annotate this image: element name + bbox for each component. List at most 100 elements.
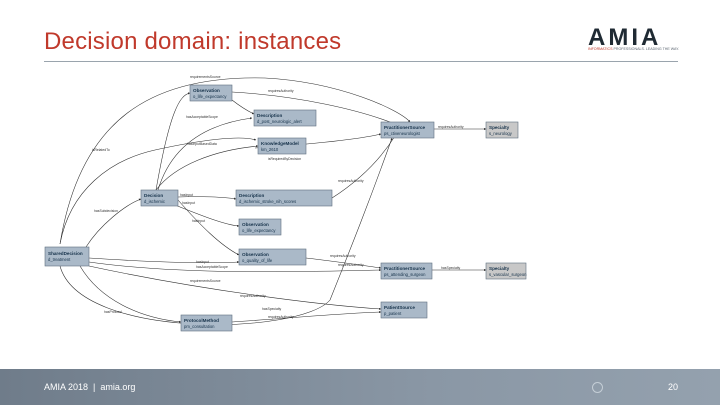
- edge: [59, 137, 393, 325]
- node-shared-decision: SharedDecision d_treatment: [44, 246, 90, 267]
- node-practitioner-surgeon: PractitionerSource ps_attending_surgeon: [380, 262, 433, 280]
- node-id: s_vascular_surgeon: [489, 272, 527, 277]
- edge: [231, 91, 396, 125]
- node-id: o_life_expectancy: [242, 228, 276, 233]
- footer-circle-mark: [592, 382, 603, 393]
- edge-label: requiresAuthority: [268, 89, 294, 93]
- logo-tagline: INFORMATICS PROFESSIONALS. LEADING THE W…: [588, 47, 679, 51]
- logo-tagline-rest: PROFESSIONALS. LEADING THE WAY.: [613, 47, 680, 51]
- logo-wordmark: AMIA: [588, 24, 662, 51]
- node-name: Description: [239, 193, 264, 198]
- edge-label: hasSpecialty: [262, 307, 282, 311]
- edge-label: requiresAuthority: [330, 254, 356, 258]
- footer-org-name: AMIA 2018: [44, 382, 89, 392]
- page-number: 20: [667, 382, 678, 392]
- title-divider: [44, 61, 678, 62]
- node-id: d_post_neurologic_alert: [257, 119, 303, 124]
- node-id: p_patient: [384, 311, 402, 316]
- edge-label: hasInput: [180, 193, 193, 197]
- node-name: PatientSource: [384, 305, 415, 310]
- node-decision: Decision d_ischemic: [140, 189, 179, 207]
- node-id: o_quality_of_life: [242, 258, 273, 263]
- node-specialty-neurology: Specialty s_neurology: [485, 121, 519, 139]
- node-name: PractitionerSource: [384, 125, 426, 130]
- diagram-edges: [59, 77, 487, 325]
- node-id: s_neurology: [489, 131, 513, 136]
- edge-label: requiresAuthority: [338, 179, 364, 183]
- node-name: Description: [257, 113, 282, 118]
- edge-label: hasSpecialty: [441, 266, 461, 270]
- edge: [79, 265, 182, 323]
- edge: [155, 92, 191, 191]
- amia-logo: AMIA INFORMATICS PROFESSIONALS. LEADING …: [588, 24, 688, 54]
- node-knowledge-model: KnowledgeModel km_2610: [257, 137, 307, 155]
- node-observation-life-expectancy-2: Observation o_life_expectancy: [238, 218, 282, 236]
- node-id: pm_consultation: [184, 324, 215, 329]
- node-id: o_life_expectancy: [193, 94, 227, 99]
- node-id: d_treatment: [48, 257, 71, 262]
- footer-bar: AMIA 2018 | amia.org 20: [0, 369, 720, 405]
- page-title: Decision domain: instances: [44, 28, 342, 55]
- node-id: ps_ctiveneurologist: [384, 131, 421, 136]
- edge-label: hasSubdecision: [94, 209, 118, 213]
- edge: [59, 137, 257, 245]
- edge-label: hasInput: [182, 201, 195, 205]
- edge-label: requiresAuthority: [438, 125, 464, 129]
- edge: [88, 265, 382, 310]
- edge-label: hasInput: [192, 219, 205, 223]
- edge-label: hasAcceptableScope: [196, 265, 228, 269]
- edge-label: hasProtocol: [104, 310, 122, 314]
- node-name: Observation: [193, 88, 220, 93]
- footer-org: AMIA 2018 | amia.org: [44, 382, 135, 392]
- node-name: Specialty: [489, 266, 510, 271]
- node-id: d_ischemic: [144, 199, 165, 204]
- edge: [305, 257, 382, 269]
- node-specialty-vascular-surgeon: Specialty s_vascular_surgeon: [485, 262, 527, 280]
- node-name: KnowledgeModel: [261, 141, 299, 146]
- edge: [177, 199, 240, 256]
- node-name: Observation: [242, 252, 269, 257]
- node-description-neurologic: Description d_post_neurologic_alert: [253, 109, 317, 127]
- edge-label: requirementsSource: [190, 279, 221, 283]
- edge-label: requirementsSource: [190, 75, 221, 79]
- edge: [59, 77, 411, 245]
- node-id: d_ischemic_stroke_nih_scores: [239, 199, 296, 204]
- diagram-edge-labels: requirementsSource requiresAuthority has…: [92, 75, 464, 319]
- edge: [231, 310, 382, 323]
- edge: [157, 117, 253, 191]
- node-observation-quality-of-life: Observation o_quality_of_life: [238, 248, 307, 266]
- node-description-stroke-scores: Description d_ischemic_stroke_nih_scores: [235, 189, 333, 207]
- edge-label: isRelatedTo: [92, 148, 110, 152]
- node-name: ProtocolMethod: [184, 318, 219, 323]
- edge-label: hasInput: [196, 260, 209, 264]
- node-observation-life-expectancy: Observation o_life_expectancy: [189, 84, 233, 102]
- edge: [88, 261, 382, 273]
- edge-label: isRequiredByDecision: [268, 157, 301, 161]
- node-name: Observation: [242, 222, 269, 227]
- edge-label: hasInputBasedData: [187, 142, 217, 146]
- edge: [231, 99, 255, 115]
- logo-tagline-accent: INFORMATICS: [588, 47, 613, 51]
- node-id: ps_attending_surgeon: [384, 272, 426, 277]
- edge: [155, 145, 259, 191]
- edge-label: requiresAuthority: [240, 294, 266, 298]
- node-protocol-method: ProtocolMethod pm_consultation: [180, 314, 233, 332]
- edge: [331, 135, 396, 199]
- edge: [177, 196, 237, 200]
- node-name: SharedDecision: [48, 251, 83, 256]
- footer-separator: |: [93, 382, 96, 392]
- edge: [88, 257, 240, 264]
- edge-label: requiresAuthority: [268, 315, 294, 319]
- edge: [174, 204, 240, 227]
- node-name: Decision: [144, 193, 163, 198]
- node-practitioner-neurologist: PractitionerSource ps_ctiveneurologist: [380, 121, 435, 139]
- edge-label: requiresAuthority: [338, 263, 364, 267]
- node-name: Specialty: [489, 125, 510, 130]
- footer-site: amia.org: [100, 382, 136, 392]
- node-patient-source: PatientSource p_patient: [380, 301, 428, 319]
- edge-label: hasAcceptableScope: [186, 115, 218, 119]
- node-id: km_2610: [261, 147, 279, 152]
- edge: [85, 198, 142, 248]
- node-name: PractitionerSource: [384, 266, 426, 271]
